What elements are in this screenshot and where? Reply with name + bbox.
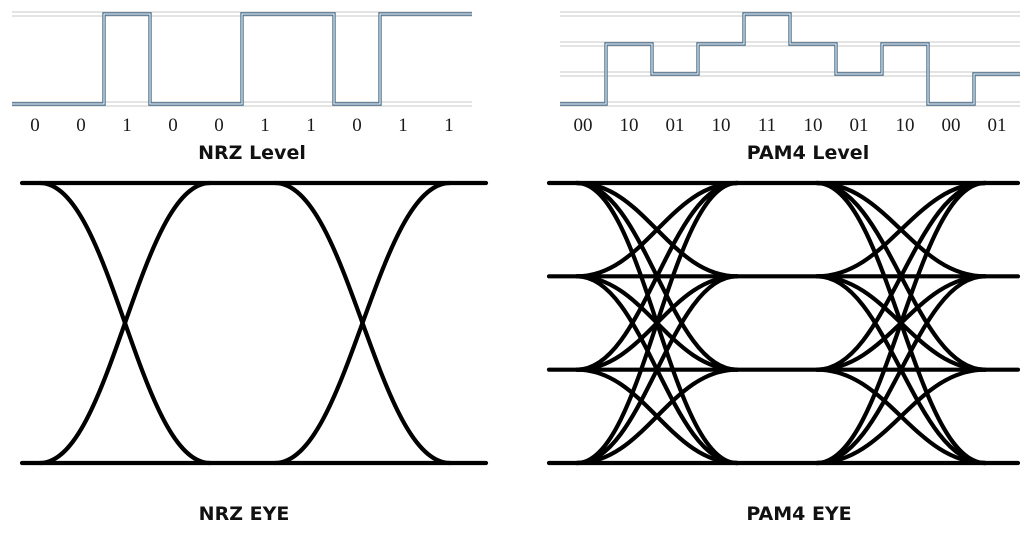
eye-transition-trace — [272, 180, 453, 466]
pam4-eye-title: PAM4 EYE — [746, 503, 851, 525]
eye-transition-trace — [37, 180, 213, 466]
pam4-level-title: PAM4 Level — [747, 142, 869, 164]
nrz-waveform — [12, 12, 472, 106]
waveform-trace-highlight — [12, 13, 472, 105]
symbol-label: 10 — [896, 115, 915, 136]
bit-label: 0 — [352, 115, 362, 136]
bit-label: 1 — [444, 115, 454, 136]
bit-label: 0 — [76, 115, 86, 136]
bit-label: 0 — [168, 115, 178, 136]
bit-label: 1 — [122, 115, 132, 136]
eye-transition-trace — [814, 180, 988, 279]
bit-label: 1 — [398, 115, 408, 136]
pam4-symbol-labels: 00 10 01 10 11 10 01 10 00 01 — [574, 115, 1007, 136]
eye-transition-trace — [814, 367, 988, 466]
nrz-level-title: NRZ Level — [198, 142, 306, 164]
pam4-waveform — [560, 12, 1020, 106]
bit-label: 0 — [214, 115, 224, 136]
symbol-label: 00 — [942, 115, 961, 136]
bit-label: 1 — [260, 115, 270, 136]
nrz-bit-labels: 0 0 1 0 0 1 1 0 1 1 — [30, 115, 454, 136]
nrz-eye-diagram — [19, 180, 489, 466]
waveform-trace-highlight — [560, 13, 1020, 105]
pam4-level-panel: 00 10 01 10 11 10 01 10 00 01 PAM4 Level — [560, 11, 1020, 164]
eye-transition-trace — [574, 180, 740, 466]
symbol-label: 11 — [758, 115, 776, 136]
pam4-eye-diagram — [546, 180, 1021, 466]
symbol-label: 01 — [666, 115, 685, 136]
symbol-label: 01 — [988, 115, 1007, 136]
eye-transition-trace — [574, 180, 740, 372]
eye-transition-trace — [574, 274, 740, 466]
nrz-eye-title: NRZ EYE — [199, 503, 290, 525]
symbol-label: 01 — [850, 115, 869, 136]
eye-transition-trace — [574, 367, 740, 466]
bit-label: 0 — [30, 115, 40, 136]
symbol-label: 10 — [712, 115, 731, 136]
eye-transition-trace — [574, 180, 740, 279]
bit-label: 1 — [306, 115, 316, 136]
symbol-label: 10 — [804, 115, 823, 136]
symbol-label: 00 — [574, 115, 593, 136]
nrz-level-panel: 0 0 1 0 0 1 1 0 1 1 NRZ Level — [12, 11, 472, 164]
eye-transition-trace — [814, 180, 988, 466]
eye-transition-trace — [814, 180, 988, 372]
symbol-label: 10 — [620, 115, 639, 136]
eye-transition-trace — [814, 274, 988, 466]
